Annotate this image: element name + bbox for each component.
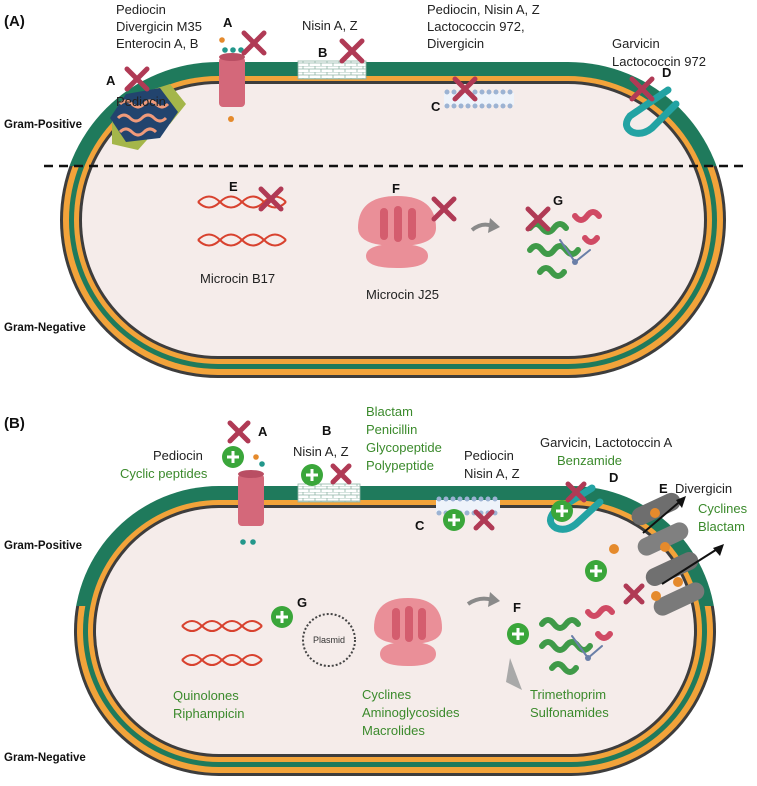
target-letter-b: B bbox=[318, 45, 327, 60]
dna-green-label: Riphampicin bbox=[173, 706, 245, 721]
block-x-icon bbox=[339, 38, 365, 64]
target-f-label: Microcin J25 bbox=[366, 287, 439, 302]
target-b-green-label: Polypeptide bbox=[366, 458, 434, 473]
resistance-plus-icon bbox=[301, 464, 323, 486]
block-x-icon bbox=[241, 30, 267, 56]
block-x-icon bbox=[452, 76, 478, 102]
target-letter-c: C bbox=[431, 99, 441, 114]
target-b-green-label: Glycopeptide bbox=[366, 440, 442, 455]
target-letter-f: F bbox=[392, 181, 400, 196]
gram-negative-label: Gram-Negative bbox=[4, 322, 86, 334]
ribosome-icon bbox=[374, 598, 442, 666]
efflux-pump-icon bbox=[609, 492, 724, 616]
arrow-icon bbox=[488, 218, 500, 233]
panel-b-gram-positive-envelope bbox=[76, 486, 714, 606]
arrow-icon bbox=[488, 592, 500, 607]
target-letter-a: A bbox=[106, 73, 116, 88]
gram-negative-label: Gram-Negative bbox=[4, 752, 86, 764]
target-a2-label: Enterocin A, B bbox=[116, 36, 198, 51]
gram-positive-label: Gram-Positive bbox=[4, 540, 82, 552]
target-e-green-label: Blactam bbox=[698, 519, 745, 534]
target-c-label: Divergicin bbox=[427, 36, 484, 51]
target-letter-d: D bbox=[662, 65, 671, 80]
block-x-icon bbox=[473, 509, 495, 531]
target-a1-label: Pediocin bbox=[116, 94, 166, 109]
peptidoglycan-icon bbox=[297, 60, 367, 80]
ribosome-green-label: Cyclines bbox=[362, 687, 412, 702]
target-letter-e: E bbox=[229, 179, 238, 194]
target-a-black-label: Pediocin bbox=[153, 448, 203, 463]
target-a2-label: Pediocin bbox=[116, 2, 166, 17]
block-x-icon bbox=[124, 66, 150, 92]
dna-helix-icon bbox=[181, 620, 263, 666]
peptidoglycan-icon bbox=[297, 483, 361, 503]
resistance-plus-icon bbox=[443, 509, 465, 531]
target-c-label: Pediocin, Nisin A, Z bbox=[427, 2, 540, 17]
membrane-insertion-icon bbox=[623, 86, 680, 137]
target-a-green-label: Cyclic peptides bbox=[120, 466, 208, 481]
block-x-icon bbox=[629, 76, 655, 102]
ribosome-green-label: Macrolides bbox=[362, 723, 425, 738]
target-letter-a: A bbox=[258, 424, 268, 439]
resistance-plus-icon bbox=[222, 446, 244, 468]
resistance-plus-icon bbox=[585, 560, 607, 582]
target-letter-f: F bbox=[513, 600, 521, 615]
target-d-label: Lactococcin 972 bbox=[612, 54, 706, 69]
block-x-icon bbox=[431, 196, 457, 222]
target-letter-g: G bbox=[553, 193, 563, 208]
target-c-black-label: Nisin A, Z bbox=[464, 466, 520, 481]
resistance-plus-icon bbox=[507, 623, 529, 645]
target-e-green-label: Cyclines bbox=[698, 501, 748, 516]
block-x-icon bbox=[258, 186, 284, 212]
target-b-black-label: Nisin A, Z bbox=[293, 444, 349, 459]
target-d-black-label: Garvicin, Lactotoccin A bbox=[540, 435, 673, 450]
target-b-green-label: Penicillin bbox=[366, 422, 417, 437]
target-c-label: Lactococcin 972, bbox=[427, 19, 525, 34]
plasmid-icon bbox=[302, 613, 356, 667]
dna-helix-icon bbox=[197, 195, 287, 247]
membrane-insertion-icon bbox=[547, 484, 604, 533]
target-b-label: Nisin A, Z bbox=[302, 18, 358, 33]
target-letter-a: A bbox=[223, 15, 233, 30]
resistance-plus-icon bbox=[551, 500, 573, 522]
target-letter-c: C bbox=[415, 518, 425, 533]
target-b-green-label: Blactam bbox=[366, 404, 413, 419]
panel-b: (B) Gram-Positive Gram-Negative bbox=[4, 404, 748, 776]
dna-green-label: Quinolones bbox=[173, 688, 239, 703]
panel-a: (A) Gram-Positive Gram-Negative bbox=[4, 2, 748, 378]
resistance-plus-icon bbox=[271, 606, 293, 628]
plasmid-label: Plasmid bbox=[313, 635, 345, 645]
target-letter-g: G bbox=[297, 595, 307, 610]
target-f-green-label: Trimethoprim bbox=[530, 687, 606, 702]
block-x-icon bbox=[227, 420, 251, 444]
target-letter-d: D bbox=[609, 470, 618, 485]
gram-positive-label: Gram-Positive bbox=[4, 119, 82, 131]
target-f-green-label: Sulfonamides bbox=[530, 705, 609, 720]
panel-b-label: (B) bbox=[4, 415, 25, 432]
block-x-icon bbox=[525, 206, 551, 232]
membrane-pore-icon bbox=[219, 37, 245, 122]
panel-a-label: (A) bbox=[4, 13, 25, 30]
ribosome-green-label: Aminoglycosides bbox=[362, 705, 460, 720]
target-c-black-label: Pediocin bbox=[464, 448, 514, 463]
block-x-icon bbox=[623, 583, 645, 605]
pediocin-complex-icon bbox=[110, 84, 186, 150]
target-a2-label: Divergicin M35 bbox=[116, 19, 202, 34]
target-letter-e: E bbox=[659, 481, 668, 496]
target-letter-b: B bbox=[322, 423, 331, 438]
block-x-icon bbox=[330, 463, 352, 485]
target-e-black-label: Divergicin bbox=[675, 481, 732, 496]
target-e-label: Microcin B17 bbox=[200, 271, 275, 286]
ribosome-icon bbox=[358, 196, 436, 268]
target-d-green-label: Benzamide bbox=[557, 453, 622, 468]
target-d-label: Garvicin bbox=[612, 36, 660, 51]
pointer-icon bbox=[506, 658, 522, 690]
protein-structure-icon bbox=[539, 605, 615, 675]
block-x-icon bbox=[565, 481, 587, 503]
